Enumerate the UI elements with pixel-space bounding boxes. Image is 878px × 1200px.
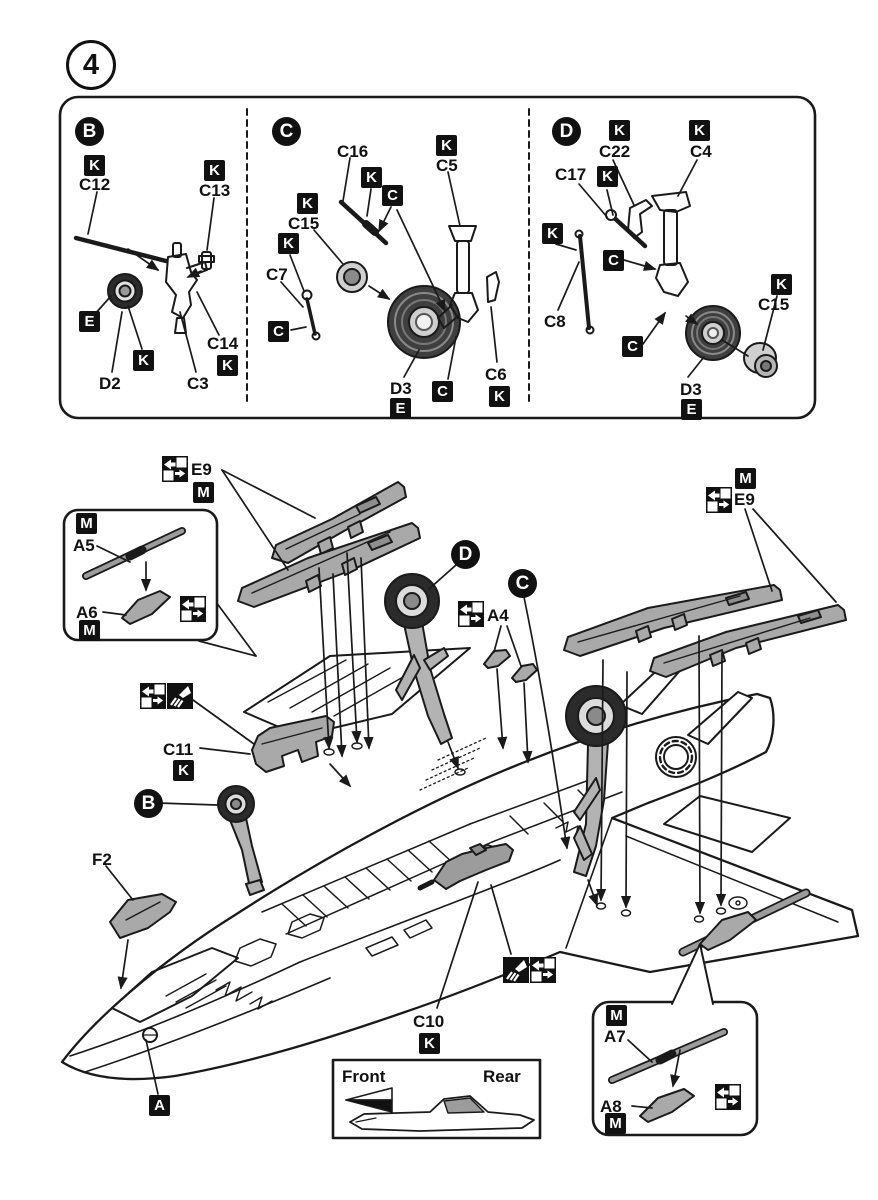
leader-lines [105,469,837,1095]
step-number: 4 [66,40,116,90]
sprue-m-badge: M [79,620,100,641]
sprue-m-badge: M [605,1113,626,1134]
part-label-c14: C14 [207,334,239,353]
sprue-m-badge: M [76,513,97,534]
sprue-m-badge: M [606,1005,627,1026]
sprue-k-badge: K [361,167,382,188]
section-d-badge: D [552,117,581,146]
part-c10 [417,843,514,891]
subassembly-d-drawing [555,159,778,378]
part-label-c8: C8 [544,312,566,331]
sprue-k-badge: K [173,760,194,781]
part-label-a4: A4 [487,606,509,625]
subassembly-b-drawing [73,191,220,373]
mirror-both-sides-icon [530,957,556,983]
part-main-gear-left [217,785,265,896]
sprue-k-badge: K [133,350,154,371]
part-label-d2: D2 [99,374,121,393]
sprue-e-badge: E [79,311,100,332]
part-label-d3: D3 [390,379,412,398]
sprue-m-badge: M [735,468,756,489]
part-label-e9: E9 [191,460,212,479]
subassembly-c-drawing [280,157,500,380]
sprue-k-badge: K [689,120,710,141]
sprue-k-badge: K [297,193,318,214]
callout-b-badge: B [134,789,163,818]
part-label-f2: F2 [92,850,112,869]
sprue-k-badge: K [217,355,238,376]
sprue-k-badge: K [489,386,510,407]
sprue-k-badge: K [597,166,618,187]
part-label-c15: C15 [758,295,790,314]
part-label-c10: C10 [413,1012,445,1031]
sprue-k-badge: K [542,223,563,244]
part-label-c15: C15 [288,214,320,233]
part-f2 [109,893,177,939]
sprue-c-badge: C [382,185,403,206]
part-label-c17: C17 [555,165,587,184]
part-label-a5: A5 [73,536,95,555]
inset-a7-a8 [591,943,759,1137]
sprue-k-badge: K [278,233,299,254]
part-label-d3: D3 [680,380,702,399]
mirror-both-sides-icon [706,487,732,513]
part-label-c5: C5 [436,156,458,175]
sprue-a-badge: A [149,1095,170,1116]
part-e9-pylons [237,481,847,678]
sprue-k-badge: K [204,160,225,181]
sprue-c-badge: C [432,381,453,402]
part-label-c13: C13 [199,181,231,200]
legend-front-label: Front [342,1067,386,1086]
part-label-c7: C7 [266,265,288,284]
part-label-c16: C16 [337,142,369,161]
sprue-c-badge: C [603,250,624,271]
callout-d-badge: D [451,540,480,569]
section-c-badge: C [272,117,301,146]
legend-rear-label: Rear [483,1067,521,1086]
sprue-k-badge: K [771,274,792,295]
part-a4 [483,649,538,683]
part-label-c6: C6 [485,365,507,384]
part-a7-a8-installed [678,888,811,957]
drill-holes-icon [167,683,193,709]
sprue-m-badge: M [193,482,214,503]
part-label-e9: E9 [734,490,755,509]
sprue-c-badge: C [622,336,643,357]
sprue-k-badge: K [84,155,105,176]
mirror-both-sides-icon [140,683,166,709]
part-label-c22: C22 [599,142,631,161]
callout-c-badge: C [508,569,537,598]
parts-panel-box [58,95,817,420]
part-label-a8: A8 [600,1097,622,1116]
sprue-e-badge: E [681,399,702,420]
section-b-badge: B [75,117,104,146]
sprue-k-badge: K [436,135,457,156]
drill-holes-icon [503,957,529,983]
sprue-c-badge: C [268,321,289,342]
sprue-k-badge: K [419,1033,440,1054]
part-label-c12: C12 [79,175,111,194]
part-label-c11: C11 [163,740,194,759]
mirror-both-sides-icon [162,456,188,482]
part-nose-gear [384,573,453,745]
inset-a5-a6 [62,508,257,657]
mirror-both-sides-icon [715,1084,741,1110]
front-rear-legend-drawing [331,1058,542,1140]
part-label-c3: C3 [187,374,209,393]
part-main-gear-right [565,685,627,877]
sprue-k-badge: K [609,120,630,141]
part-label-c4: C4 [690,142,712,161]
part-label-a6: A6 [76,603,98,622]
part-label-a7: A7 [604,1027,626,1046]
mirror-both-sides-icon [180,596,206,622]
sprue-e-badge: E [390,398,411,419]
mirror-both-sides-icon [458,601,484,627]
